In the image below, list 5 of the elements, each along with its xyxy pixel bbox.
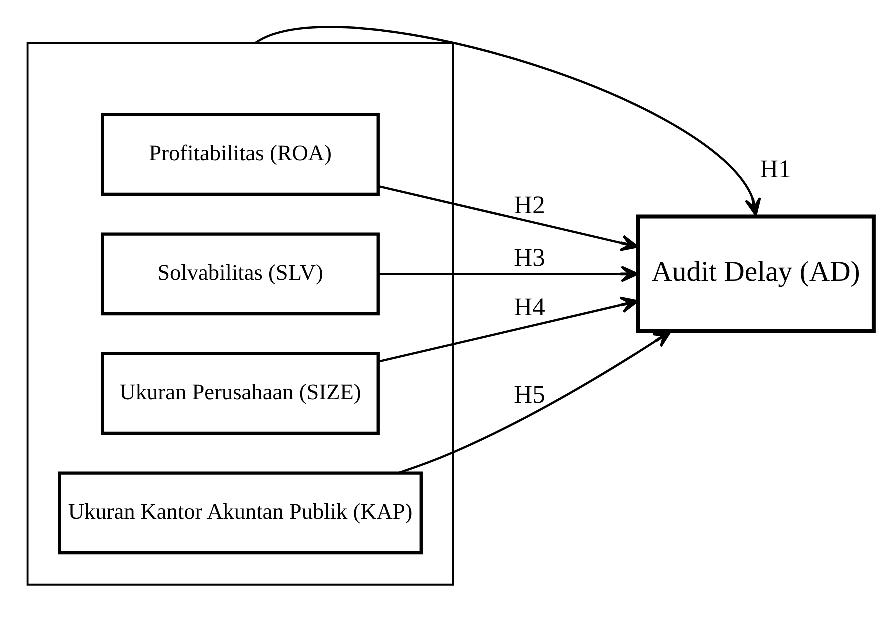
- edge-label: H4: [514, 292, 546, 321]
- edge-label: H3: [514, 242, 546, 272]
- edge-label: H2: [514, 190, 546, 219]
- edge-label: H5: [514, 379, 546, 408]
- edge-label: H1: [760, 154, 792, 184]
